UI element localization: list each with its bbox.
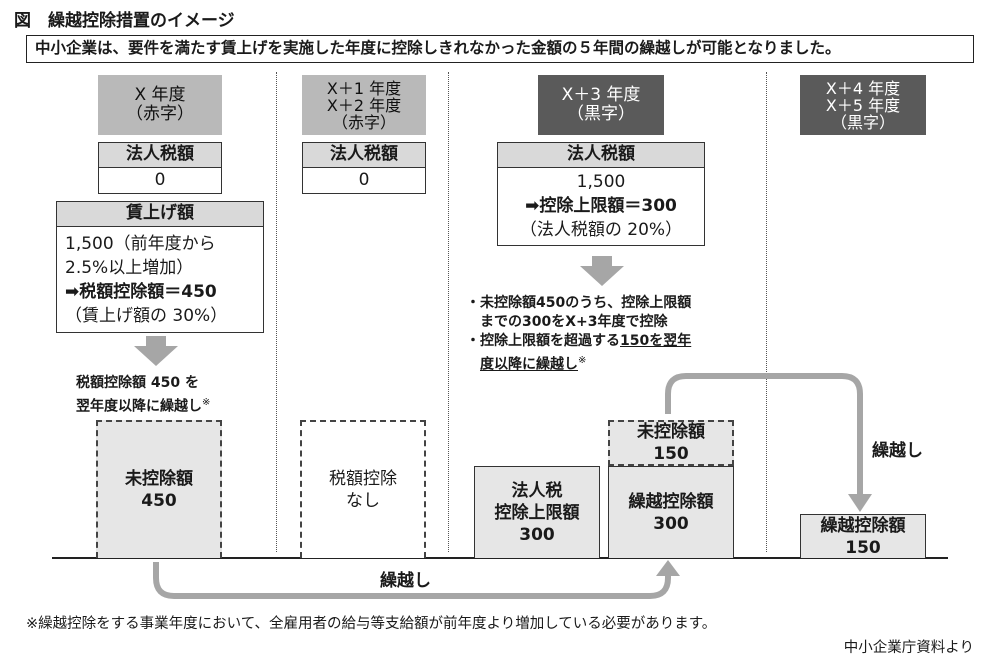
wage-increase-header: 賃上げ額 [56,201,264,227]
tax-amount-header: 法人税額 [302,142,426,168]
credit-explanation: ・未控除額450のうち、控除上限額 までの300をX+3年度で控除 ・控除上限額… [466,295,692,373]
footnote: ※繰越控除をする事業年度において、全雇用者の給与等支給額が前年度より増加している… [26,616,717,632]
down-arrow-icon [580,256,624,286]
year-label-x: X 年度（赤字） [98,75,222,135]
year-label-x3: X＋3 年度（黒字） [538,75,664,135]
tax-amount-value: 0 [302,168,426,194]
down-arrow-icon [134,336,178,366]
summary-banner: 中小企業は、要件を満たす賃上げを実施した年度に控除しきれなかった金額の５年間の繰… [26,35,974,63]
source-credit: 中小企業庁資料より [843,640,974,656]
up-arrow-icon [656,560,680,576]
column-separator [766,72,767,552]
top-carry-arrow [665,373,863,494]
bottom-carry-arrow [153,562,671,599]
tax-amount-detail: 1,500 ➡控除上限額＝300 （法人税額の 20%） [497,168,705,246]
column-separator [448,72,449,552]
carry-label-top: 繰越し [872,441,923,461]
no-credit-box: 税額控除なし [300,420,426,558]
figure-title: 図 繰越控除措置のイメージ [14,11,235,31]
tax-amount-header: 法人税額 [497,142,705,168]
carry-label-bottom: 繰越し [380,571,431,591]
down-arrow-icon [848,494,872,512]
tax-amount-value: 0 [98,168,222,194]
wage-increase-detail: 1,500（前年度から 2.5%以上増加） ➡税額控除額＝450 （賃上げ額の … [56,227,264,333]
carry-note-col1: 税額控除額 450 を 翌年度以降に繰越し※ [76,375,211,415]
column-separator [276,72,277,552]
tax-amount-header: 法人税額 [98,142,222,168]
